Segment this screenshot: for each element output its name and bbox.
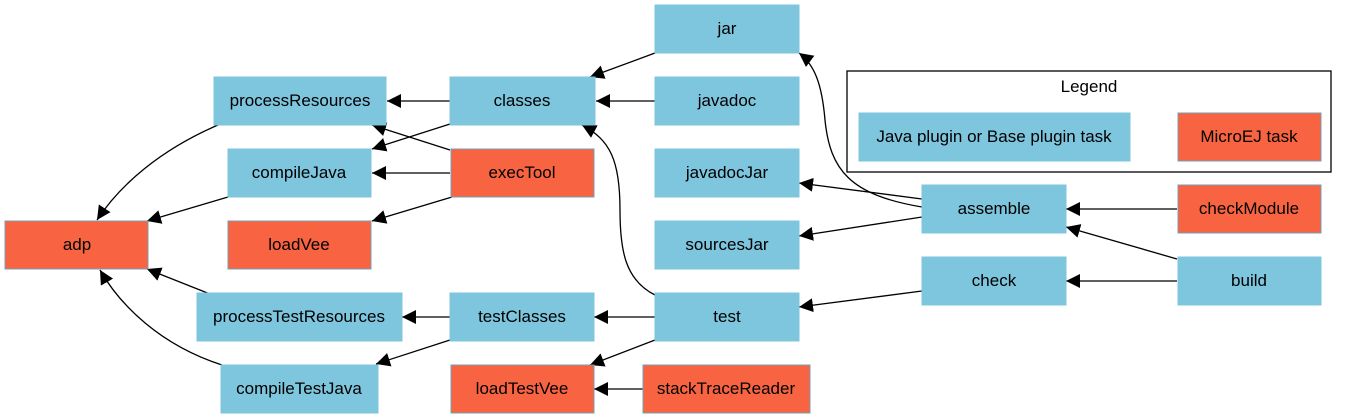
- node-javadoc-box: [654, 76, 800, 126]
- node-build: build: [1177, 256, 1322, 306]
- node-build-label: build: [1231, 271, 1267, 290]
- node-testclasses-box: [449, 292, 595, 342]
- node-sourcesjar: sourcesJar: [654, 220, 800, 270]
- node-test-label: test: [713, 307, 741, 326]
- node-loadtestvee-label: loadTestVee: [476, 379, 569, 398]
- legend-java-task-label: Java plugin or Base plugin task: [876, 127, 1112, 146]
- node-stacktracereader: stackTraceReader: [642, 364, 811, 414]
- node-check: check: [921, 256, 1067, 306]
- node-javadocjar: javadocJar: [654, 148, 800, 198]
- node-exectool: execTool: [450, 148, 595, 198]
- node-adp: adp: [4, 220, 149, 270]
- node-checkmodule-label: checkModule: [1199, 199, 1299, 218]
- node-loadvee: loadVee: [227, 220, 372, 270]
- edge-build-to-assemble: [1065, 224, 1178, 260]
- node-processresources: processResources: [213, 76, 387, 126]
- node-testclasses: testClasses: [449, 292, 595, 342]
- node-loadtestvee-box: [450, 364, 595, 414]
- node-adp-label: adp: [63, 235, 91, 254]
- node-checkmodule-box: [1177, 184, 1322, 234]
- node-javadocjar-label: javadocJar: [685, 163, 769, 182]
- node-classes-label: classes: [494, 91, 551, 110]
- edge-classes-to-compilejava: [371, 123, 451, 152]
- node-test: test: [654, 292, 800, 342]
- node-javadoc: javadoc: [654, 76, 800, 126]
- node-jar-label: jar: [717, 19, 737, 38]
- edge-processtestresources-to-adp: [146, 267, 211, 295]
- node-compiletestjava-label: compileTestJava: [236, 379, 362, 398]
- node-stacktracereader-box: [642, 364, 811, 414]
- node-processresources-box: [213, 76, 387, 126]
- node-assemble-label: assemble: [958, 199, 1031, 218]
- legend-microej-task-label: MicroEJ task: [1200, 127, 1298, 146]
- edge-processresources-to-adp: [96, 124, 219, 221]
- node-assemble-box: [921, 184, 1067, 234]
- legend: Legend Java plugin or Base plugin task M…: [846, 70, 1332, 173]
- node-jar: jar: [654, 4, 800, 54]
- node-sourcesjar-box: [654, 220, 800, 270]
- node-loadtestvee: loadTestVee: [450, 364, 595, 414]
- edge-compiletestjava-to-adp: [99, 269, 223, 366]
- edge-assemble-to-javadocjar: [798, 177, 923, 200]
- node-classes: classes: [449, 76, 596, 126]
- node-compiletestjava-box: [220, 364, 379, 414]
- edge-test-to-classes: [581, 124, 656, 296]
- node-build-box: [1177, 256, 1322, 306]
- node-processtestresources-label: processTestResources: [213, 307, 385, 326]
- node-classes-box: [449, 76, 596, 126]
- node-processtestresources: processTestResources: [196, 292, 403, 342]
- edge-assemble-to-jar: [798, 52, 923, 208]
- node-checkmodule: checkModule: [1177, 184, 1322, 234]
- legend-java-task-swatch: [858, 112, 1131, 162]
- edge-exectool-to-processresources: [371, 122, 451, 151]
- node-exectool-box: [450, 148, 595, 198]
- node-test-box: [654, 292, 800, 342]
- edge-assemble-to-sourcesjar: [798, 216, 923, 241]
- edge-jar-to-classes: [589, 52, 656, 79]
- node-assemble: assemble: [921, 184, 1067, 234]
- node-loadvee-box: [227, 220, 372, 270]
- node-compilejava: compileJava: [227, 148, 372, 198]
- node-compiletestjava: compileTestJava: [220, 364, 379, 414]
- node-check-box: [921, 256, 1067, 306]
- node-sourcesjar-label: sourcesJar: [685, 235, 768, 254]
- edge-compilejava-to-adp: [146, 196, 229, 224]
- legend-title: Legend: [1061, 77, 1118, 96]
- node-loadvee-label: loadVee: [268, 235, 329, 254]
- node-adp-box: [4, 220, 149, 270]
- edges: [96, 52, 1178, 396]
- node-javadoc-label: javadoc: [697, 91, 757, 110]
- node-stacktracereader-label: stackTraceReader: [657, 379, 796, 398]
- legend-border: [846, 70, 1332, 173]
- node-compilejava-label: compileJava: [252, 163, 347, 182]
- legend-microej-task-swatch: [1177, 112, 1322, 162]
- node-javadocjar-box: [654, 148, 800, 198]
- edge-exectool-to-loadvee: [371, 196, 453, 224]
- edge-test-to-loadtestvee: [589, 339, 656, 367]
- node-exectool-label: execTool: [488, 163, 555, 182]
- edge-check-to-test: [798, 290, 923, 313]
- node-check-label: check: [972, 271, 1017, 290]
- node-compilejava-box: [227, 148, 372, 198]
- node-processtestresources-box: [196, 292, 403, 342]
- edge-testclasses-to-compiletestjava: [375, 339, 451, 367]
- node-testclasses-label: testClasses: [478, 307, 566, 326]
- node-jar-box: [654, 4, 800, 54]
- node-processresources-label: processResources: [230, 91, 371, 110]
